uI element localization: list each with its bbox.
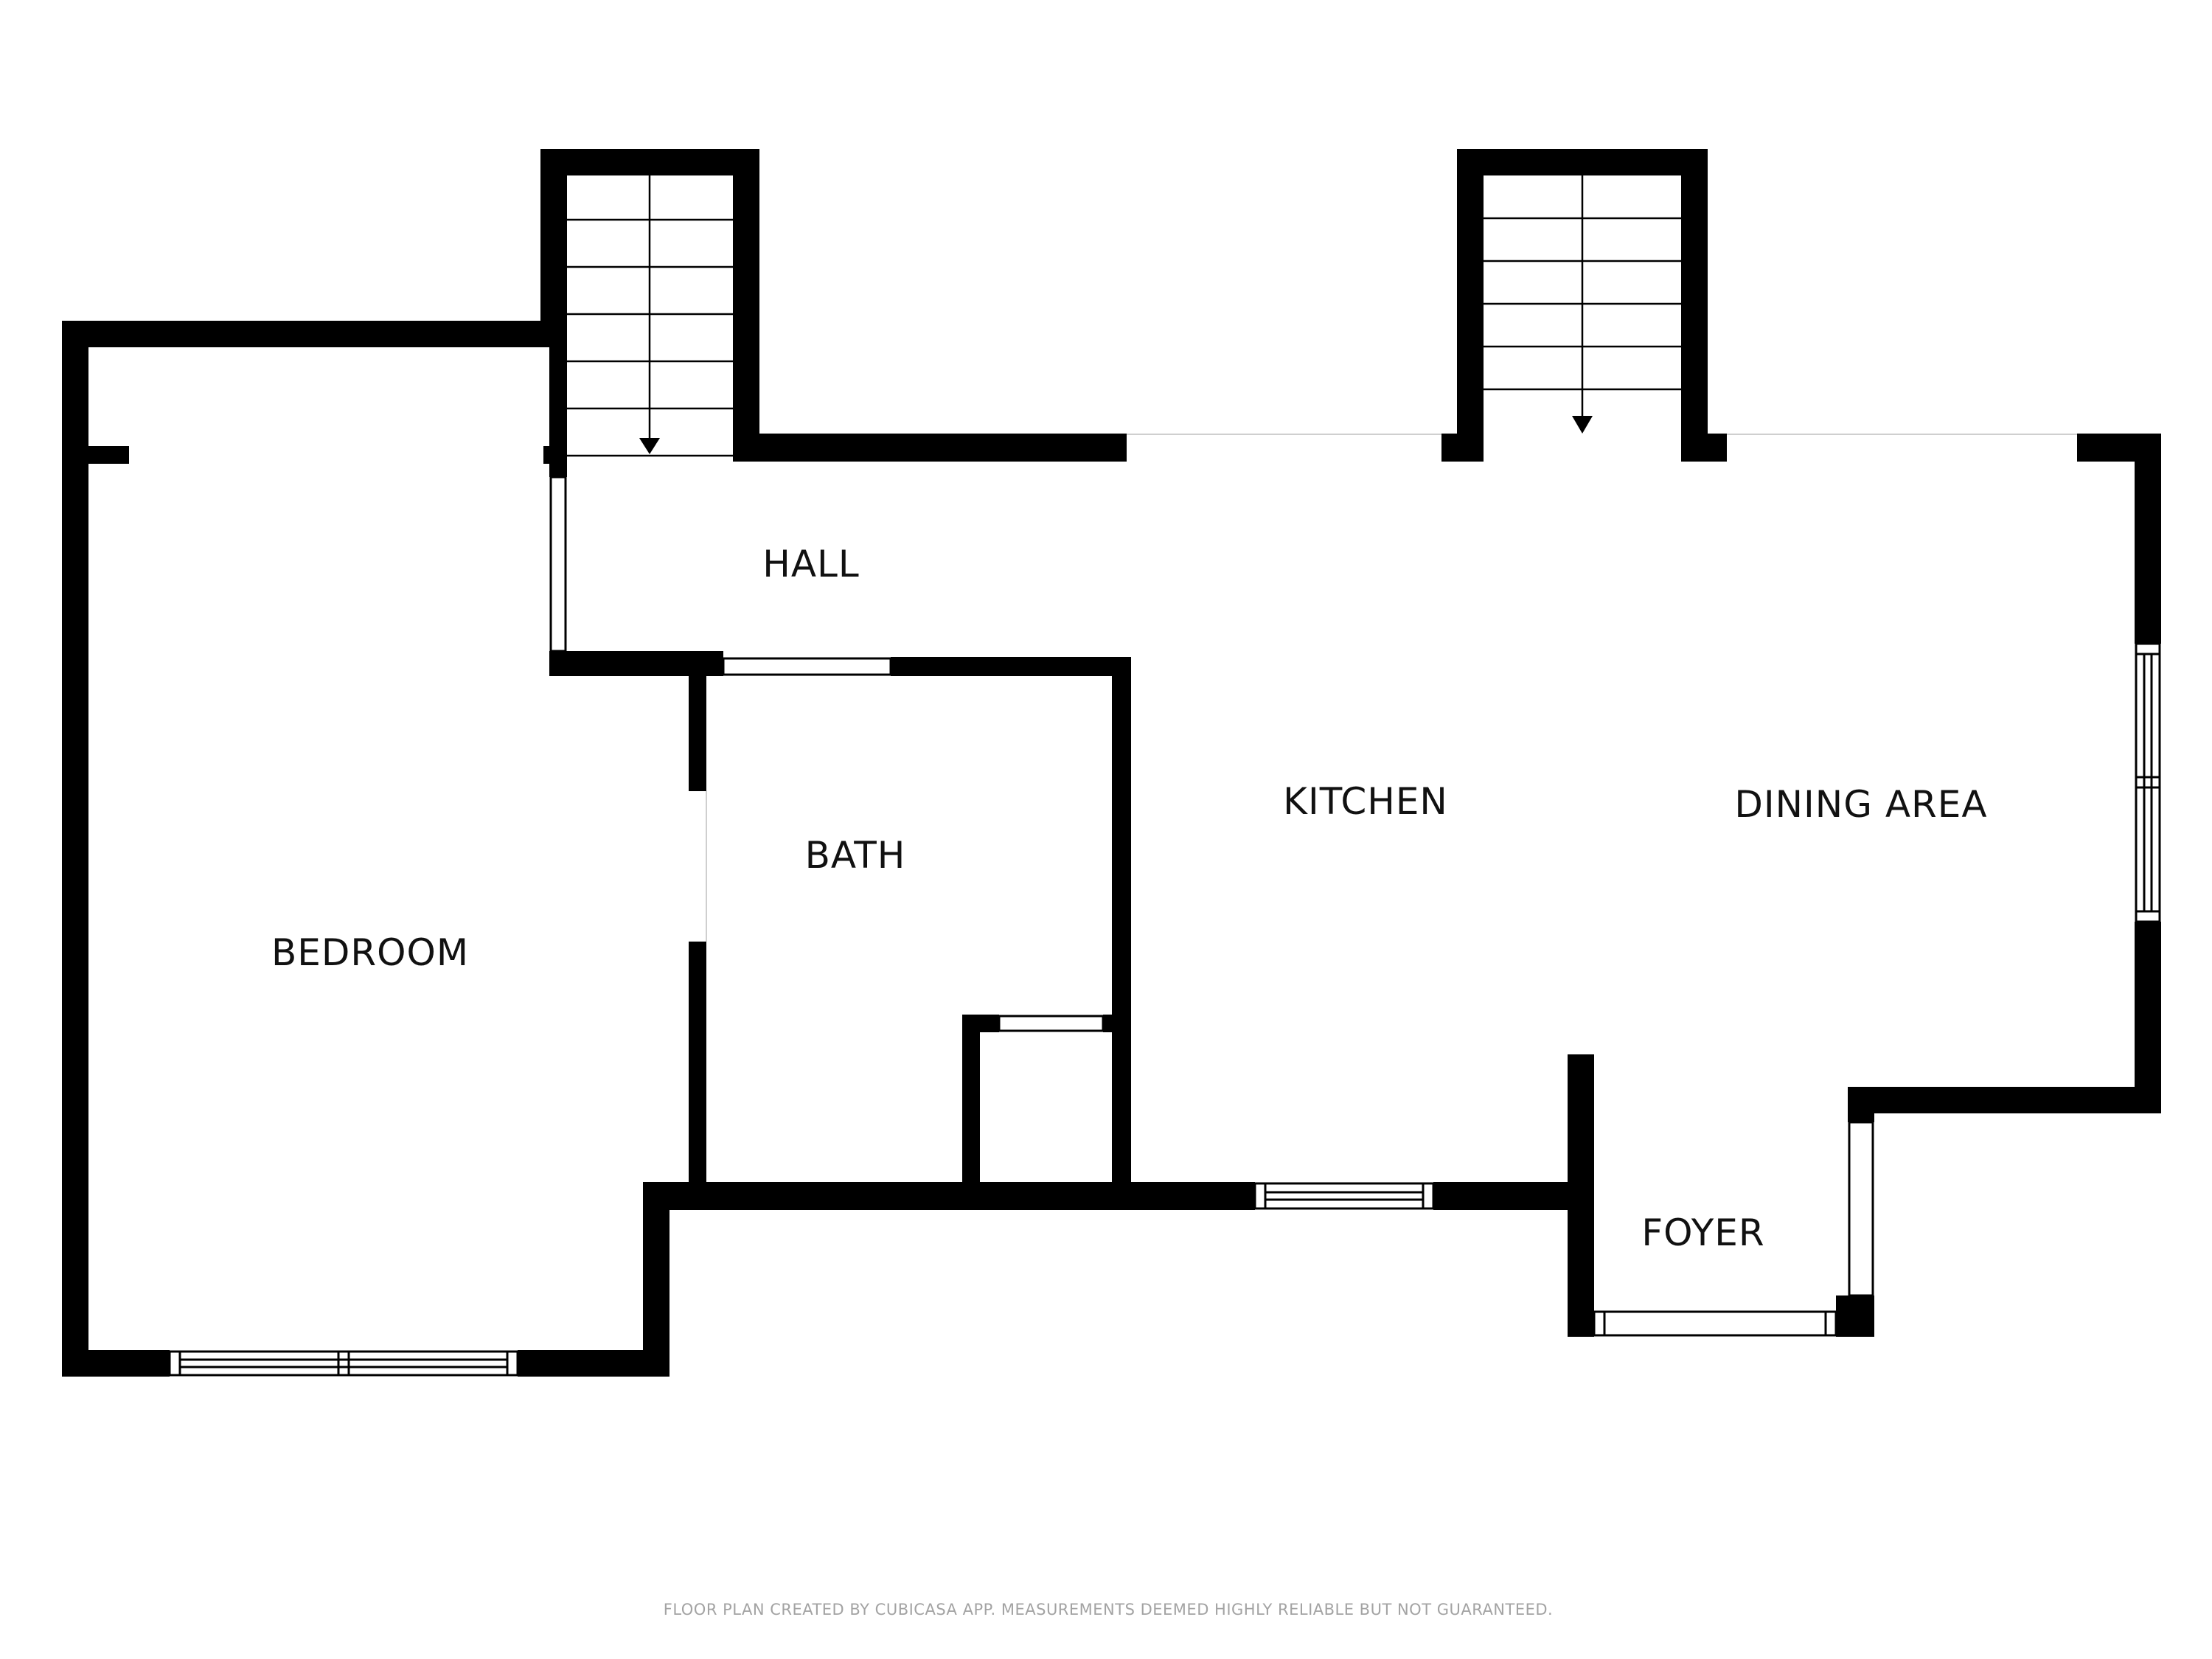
wall-south-right xyxy=(1433,1182,1594,1210)
wall-stair1-top xyxy=(540,149,759,175)
wall-dining-right-lower xyxy=(2135,922,2161,1113)
stair-down-arrow-icon xyxy=(1572,416,1593,434)
staircase-left xyxy=(567,175,733,457)
openings xyxy=(706,434,2077,942)
window-foyer-bottom xyxy=(1593,1310,1837,1337)
wall-foyer-right xyxy=(1848,1087,1874,1122)
wall-stair1-left xyxy=(540,149,567,331)
wall-stair1-right xyxy=(733,149,759,462)
room-label-dining-area: DINING AREA xyxy=(1734,783,1987,826)
wall-stair2-left xyxy=(1457,149,1484,462)
wall-hall-bottom-right xyxy=(891,657,1131,676)
wall-bath-left-upper xyxy=(689,669,706,791)
window-kitchen-south xyxy=(1253,1182,1435,1210)
room-label-hall: HALL xyxy=(762,543,860,585)
windows xyxy=(168,476,2161,1377)
wall-bedroom-stub xyxy=(88,446,129,464)
wall-dining-top-stub xyxy=(1681,434,1727,462)
wall-bedroom-top xyxy=(62,321,553,347)
wall-bedroom-bottom-left xyxy=(62,1350,170,1377)
wall-hall-top xyxy=(733,434,1127,462)
wall-bath-left-lower xyxy=(689,942,706,1182)
stair-down-arrow-icon xyxy=(639,438,660,454)
window-hall-west xyxy=(549,476,567,653)
wall-south-left xyxy=(643,1182,1255,1210)
wall-foyer-bottom-right xyxy=(1836,1295,1874,1337)
room-label-bedroom: BEDROOM xyxy=(271,931,469,974)
room-label-kitchen: KITCHEN xyxy=(1283,780,1448,823)
footer-disclaimer: FLOOR PLAN CREATED BY CUBICASA APP. MEAS… xyxy=(664,1601,1553,1618)
wall-stair2-top xyxy=(1457,149,1708,175)
wall-bath-right xyxy=(1112,657,1131,1210)
wall-bedroom-right-lower xyxy=(643,1182,669,1377)
wall-closet-top-right xyxy=(1103,1015,1131,1032)
walls xyxy=(62,149,2161,1377)
wall-dining-right-upper xyxy=(2135,434,2161,644)
window-bath-top xyxy=(722,657,892,676)
wall-stair2-right xyxy=(1681,149,1708,462)
wall-foyer-bottom-left xyxy=(1568,1310,1594,1337)
staircase-right xyxy=(1484,175,1681,434)
wall-closet-left xyxy=(962,1015,980,1210)
window-bedroom xyxy=(168,1350,519,1377)
wall-dining-bottom xyxy=(1848,1087,2161,1113)
window-closet-top xyxy=(998,1015,1105,1032)
window-dining-east xyxy=(2135,642,2161,923)
room-label-bath: BATH xyxy=(805,834,906,877)
room-label-foyer: FOYER xyxy=(1641,1211,1764,1254)
window-foyer-east xyxy=(1848,1121,1874,1297)
wall-hall-left-upper xyxy=(549,331,567,477)
wall-bedroom-left xyxy=(62,321,88,1377)
